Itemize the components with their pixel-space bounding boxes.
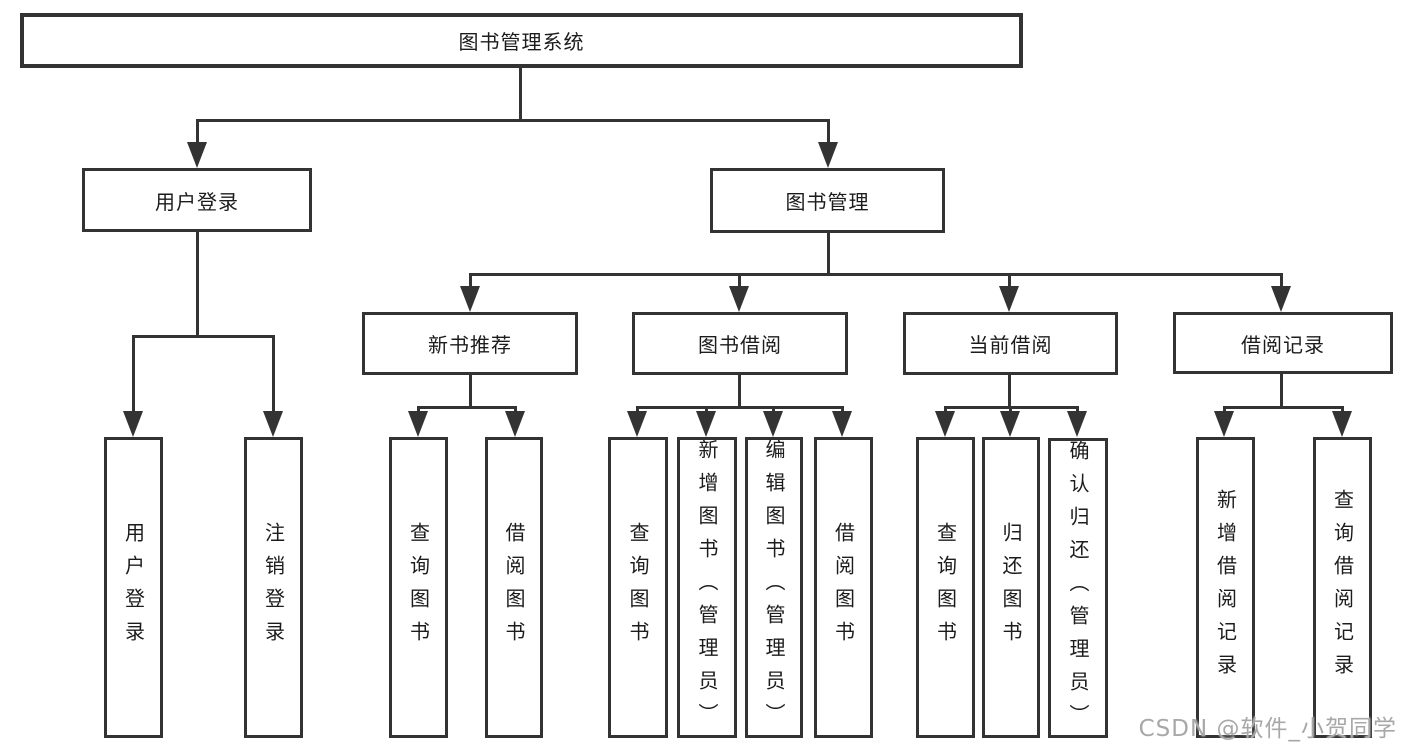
leaf-add-books-admin: 新增图书（管理员） (677, 437, 737, 738)
leaf-edit-books-admin: 编辑图书（管理员） (745, 437, 803, 738)
connector-line (1223, 406, 1344, 409)
arrow-down-icon (1214, 411, 1234, 437)
node-new-book-recommend: 新书推荐 (362, 312, 578, 375)
node-label: 新书推荐 (428, 333, 512, 357)
connector-line (196, 119, 830, 122)
leaf-label: 借阅图书 (502, 521, 526, 654)
connector-line (417, 406, 517, 409)
leaf-borrow-books-recommend: 借阅图书 (485, 437, 543, 738)
connector-line (1008, 273, 1011, 291)
node-label: 图书管理 (785, 190, 870, 214)
arrow-down-icon (999, 286, 1019, 312)
connector-line (738, 373, 741, 408)
node-book-management: 图书管理 (710, 168, 945, 233)
leaf-label: 借阅图书 (831, 521, 856, 654)
leaf-label: 查询图书 (933, 521, 958, 654)
node-label: 借阅记录 (1241, 332, 1325, 357)
leaf-label: 新增图书（管理员） (695, 439, 719, 736)
leaf-borrow-books-borrowing: 借阅图书 (814, 437, 873, 738)
arrow-down-icon (187, 142, 207, 168)
node-current-borrowing: 当前借阅 (903, 312, 1118, 375)
arrow-down-icon (505, 411, 525, 437)
node-label: 当前借阅 (968, 333, 1053, 357)
connector-line (469, 273, 1283, 276)
leaf-label: 查询图书 (626, 521, 650, 654)
arrow-down-icon (763, 411, 783, 437)
connector-line (827, 119, 830, 147)
leaf-return-books: 归还图书 (982, 437, 1040, 738)
leaf-add-borrow-record: 新增借阅记录 (1196, 437, 1255, 738)
leaf-label: 新增借阅记录 (1213, 488, 1238, 687)
leaf-query-books-borrowing: 查询图书 (608, 437, 668, 738)
connector-line (196, 119, 199, 147)
node-borrow-records: 借阅记录 (1173, 312, 1393, 374)
connector-line (132, 335, 135, 415)
connector-line (196, 230, 199, 337)
csdn-watermark: CSDN @软件_小贺同学 (1138, 716, 1397, 742)
arrow-down-icon (123, 411, 143, 437)
arrow-down-icon (696, 411, 716, 437)
arrow-down-icon (1000, 411, 1020, 437)
leaf-label: 归还图书 (999, 521, 1023, 654)
leaf-label: 编辑图书（管理员） (762, 439, 786, 736)
connector-line (827, 231, 830, 275)
connector-line (272, 335, 275, 415)
connector-line (1008, 373, 1011, 408)
arrow-down-icon (1332, 411, 1352, 437)
arrow-down-icon (832, 411, 852, 437)
node-book-borrowing: 图书借阅 (632, 312, 848, 375)
arrow-down-icon (263, 411, 283, 437)
node-label: 图书管理系统 (458, 30, 585, 54)
leaf-label: 注销登录 (261, 521, 286, 654)
leaf-query-books-current: 查询图书 (916, 437, 975, 738)
connector-line (469, 273, 472, 291)
arrow-down-icon (1271, 286, 1291, 312)
leaf-query-borrow-record: 查询借阅记录 (1313, 437, 1372, 738)
node-user-login: 用户登录 (82, 168, 312, 232)
arrow-down-icon (935, 411, 955, 437)
arrow-down-icon (408, 411, 428, 437)
leaf-logout: 注销登录 (244, 437, 303, 738)
connector-line (738, 273, 741, 291)
arrow-down-icon (460, 286, 480, 312)
arrow-down-icon (729, 286, 749, 312)
node-label: 用户登录 (155, 189, 239, 214)
leaf-user-login: 用户登录 (104, 437, 163, 738)
connector-line (519, 66, 522, 121)
node-label: 图书借阅 (698, 333, 782, 357)
leaf-label: 查询图书 (406, 521, 431, 654)
connector-line (636, 406, 844, 409)
connector-line (1280, 372, 1283, 408)
leaf-confirm-return-admin: 确认归还（管理员） (1048, 438, 1108, 738)
leaf-label: 查询借阅记录 (1330, 488, 1355, 687)
leaf-label: 确认归还（管理员） (1066, 439, 1090, 737)
node-root-system: 图书管理系统 (20, 13, 1023, 68)
arrow-down-icon (818, 142, 838, 168)
leaf-label: 用户登录 (121, 521, 146, 654)
arrow-down-icon (627, 411, 647, 437)
arrow-down-icon (1067, 411, 1087, 437)
connector-line (1280, 273, 1283, 291)
leaf-query-books-recommend: 查询图书 (389, 437, 448, 738)
connector-line (469, 373, 472, 408)
connector-line (132, 335, 275, 338)
